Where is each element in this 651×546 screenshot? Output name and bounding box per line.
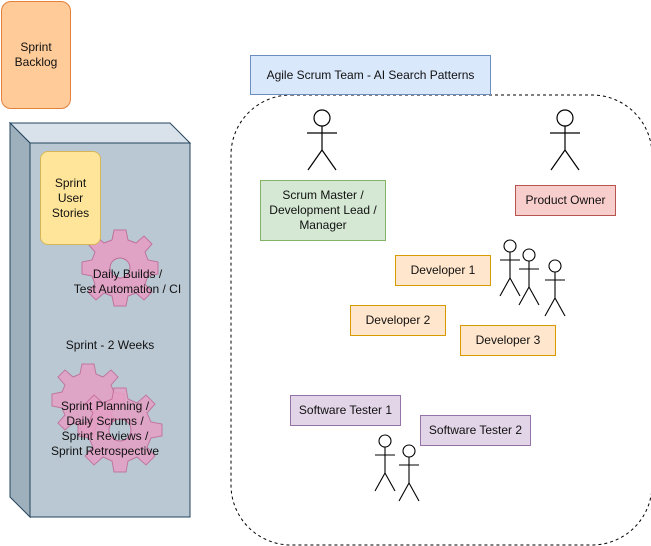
tester-actor-icon [374,434,396,492]
tester-1-box: Software Tester 1 [290,395,401,426]
developer-2-box: Developer 2 [350,305,446,336]
product-owner-label: Product Owner [525,193,606,207]
product-owner-box: Product Owner [515,185,616,216]
daily-builds-label: Daily Builds / Test Automation / CI [73,267,182,296]
tester-actor-icon [398,444,420,502]
gear-icon [77,387,163,473]
developer-1-label: Developer 1 [410,263,476,277]
developer-3-box: Developer 3 [460,325,556,356]
developer-actor-icon [518,248,540,306]
team-container [230,94,651,546]
developer-2-label: Developer 2 [365,313,431,327]
sprint-backlog-box: Sprint Backlog [1,1,71,109]
ceremonies-label: Sprint Planning / Daily Scrums / Sprint … [50,399,160,458]
scrum-master-box: Scrum Master / Development Lead / Manage… [260,180,386,241]
scrum-master-label: Scrum Master / Development Lead / Manage… [269,188,377,232]
gear-icon [81,229,159,307]
team-title-box: Agile Scrum Team - AI Search Patterns [250,55,491,95]
scrum-master-actor-icon [307,109,337,171]
tester-1-label: Software Tester 1 [298,403,393,417]
sprint-duration-label: Sprint - 2 Weeks [65,338,155,352]
team-title: Agile Scrum Team - AI Search Patterns [266,67,475,82]
user-stories-label: Sprint User Stories [51,175,90,220]
tester-2-label: Software Tester 2 [428,423,523,437]
sprint-backlog-label: Sprint Backlog [14,40,58,69]
user-stories-box: Sprint User Stories [40,151,101,245]
developer-1-box: Developer 1 [395,255,491,286]
product-owner-actor-icon [550,109,580,171]
tester-2-box: Software Tester 2 [420,415,531,446]
developer-actor-icon [544,259,566,317]
developer-3-label: Developer 3 [475,333,541,347]
developer-actor-icon [499,239,521,297]
